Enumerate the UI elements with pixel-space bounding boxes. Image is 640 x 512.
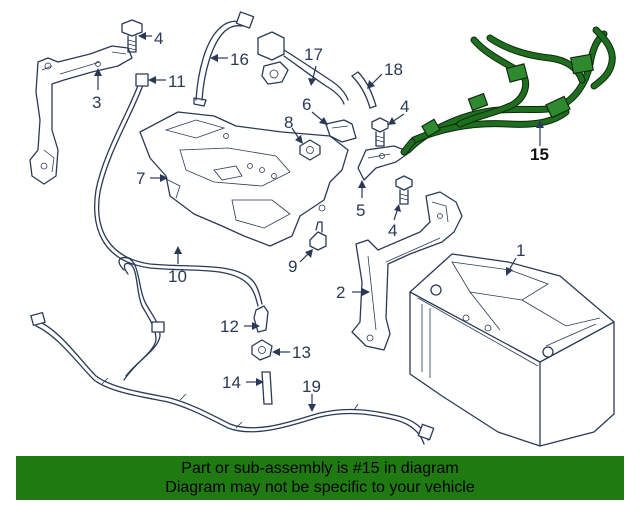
- part-10-tube: [94, 79, 263, 307]
- callout-4-top: 4: [154, 29, 163, 48]
- part-8-nut: [299, 139, 321, 161]
- part-15-harness-highlight: [400, 26, 616, 156]
- part-1-battery: [409, 253, 615, 447]
- callout-2: 2: [336, 283, 345, 302]
- part-3-bracket: [29, 45, 133, 185]
- callout-1: 1: [516, 241, 525, 260]
- parts-diagram: 4 3 16 17 18 11 6 4 8 15 7 5 4 10 9 1 2 …: [29, 11, 616, 447]
- callout-6: 6: [302, 95, 311, 114]
- leader-lines: [94, 32, 544, 412]
- part-5-bracket: [357, 145, 411, 181]
- info-banner: Part or sub-assembly is #15 in diagram D…: [16, 456, 624, 500]
- part-12-connector: [253, 305, 269, 333]
- callout-19: 19: [302, 377, 321, 396]
- part-4-bolt-middle: [371, 117, 389, 147]
- part-17-sensor: [257, 31, 349, 105]
- callout-13: 13: [292, 343, 311, 362]
- callout-15: 15: [530, 145, 549, 164]
- part-6-clip: [325, 119, 357, 143]
- part-16-cable: [193, 11, 255, 107]
- part-11-fitting: [135, 73, 149, 87]
- callout-11: 11: [168, 72, 186, 91]
- callout-4-lower: 4: [388, 221, 397, 240]
- part-4-bolt-lower: [395, 175, 413, 205]
- part-13-grommet: [251, 339, 273, 361]
- callout-5: 5: [356, 201, 365, 220]
- part-19-harness: [30, 256, 435, 445]
- banner-line-2: Diagram may not be specific to your vehi…: [165, 479, 475, 496]
- part-7-battery-tray: [139, 111, 349, 247]
- part-18-hose: [351, 71, 377, 109]
- banner-line-1: Part or sub-assembly is #15 in diagram: [181, 460, 459, 477]
- part-2-support-bracket: [351, 191, 463, 351]
- callout-4-middle: 4: [400, 97, 409, 116]
- callout-7: 7: [136, 169, 145, 188]
- callout-16: 16: [230, 50, 249, 69]
- callout-12: 12: [220, 317, 239, 336]
- part-14-tube: [261, 371, 273, 405]
- part-9-pin: [309, 221, 327, 251]
- callout-18: 18: [384, 60, 403, 79]
- callout-17: 17: [304, 45, 323, 64]
- callout-8: 8: [284, 113, 293, 132]
- callout-14: 14: [222, 373, 241, 392]
- callout-3: 3: [92, 93, 101, 112]
- part-4-bolt-top: [121, 19, 143, 53]
- callout-9: 9: [288, 257, 297, 276]
- callout-10: 10: [168, 267, 187, 286]
